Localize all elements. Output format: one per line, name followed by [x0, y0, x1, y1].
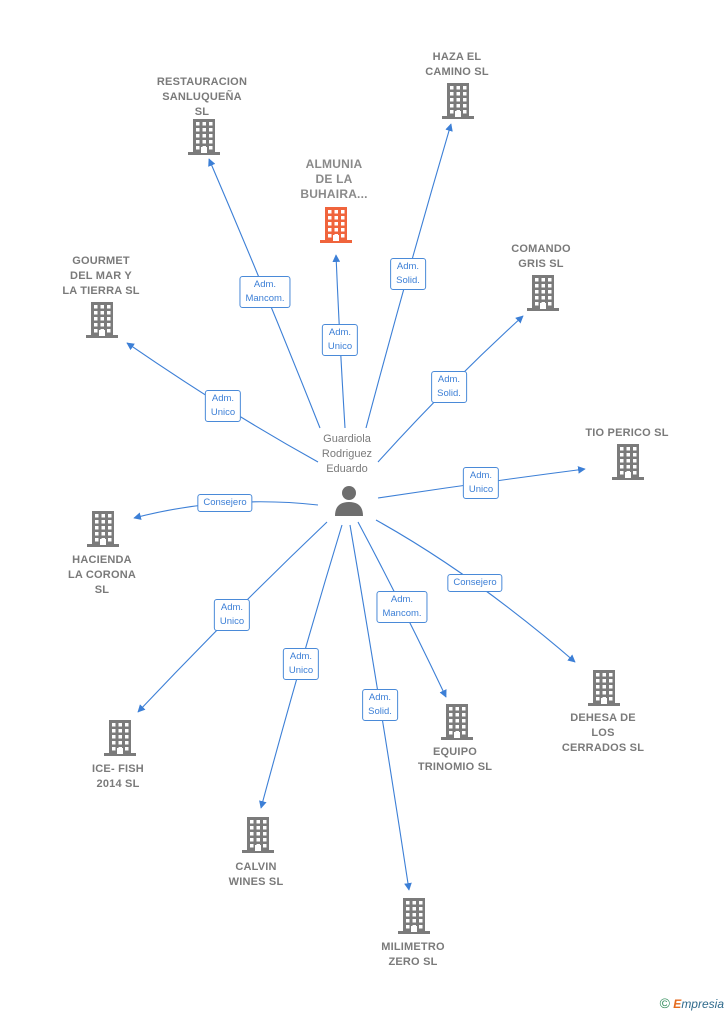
company-name-comando[interactable]: COMANDO GRIS SL: [511, 243, 571, 270]
company-name-icefish[interactable]: ICE- FISH 2014 SL: [92, 763, 144, 790]
person-icon[interactable]: [335, 486, 363, 516]
building-icon-restauracion[interactable]: [188, 119, 220, 155]
building-icon-hacienda[interactable]: [87, 511, 119, 547]
company-name-calvin[interactable]: CALVIN WINES SL: [228, 861, 284, 888]
brand-logo-letter: E: [673, 997, 682, 1011]
company-name-haza[interactable]: HAZA EL CAMINO SL: [425, 51, 489, 78]
building-icon-calvin[interactable]: [242, 817, 274, 853]
relation-label-haza[interactable]: Adm. Solid.: [390, 258, 426, 290]
relation-label-comando[interactable]: Adm. Solid.: [431, 371, 467, 403]
relation-label-milimetro[interactable]: Adm. Solid.: [362, 689, 398, 721]
person-name[interactable]: Guardiola Rodriguez Eduardo: [321, 433, 373, 475]
relation-label-hacienda[interactable]: Consejero: [197, 494, 253, 512]
copyright-symbol: ©: [659, 995, 670, 1011]
building-icon-comando[interactable]: [527, 275, 559, 311]
relation-label-equipo[interactable]: Adm. Mancom.: [376, 591, 428, 623]
brand-logo-text: mpresia: [681, 997, 724, 1011]
relation-label-tioperico[interactable]: Adm. Unico: [462, 467, 500, 499]
building-icon-gourmet[interactable]: [86, 302, 118, 338]
relation-label-almunia[interactable]: Adm. Unico: [321, 324, 359, 356]
building-icon-tioperico[interactable]: [612, 444, 644, 480]
company-name-equipo[interactable]: EQUIPO TRINOMIO SL: [417, 746, 493, 773]
relation-label-icefish[interactable]: Adm. Unico: [213, 599, 251, 631]
building-icon-icefish[interactable]: [104, 720, 136, 756]
company-name-milimetro[interactable]: MILIMETRO ZERO SL: [381, 941, 445, 968]
relation-label-calvin[interactable]: Adm. Unico: [282, 648, 320, 680]
company-name-tioperico[interactable]: TIO PERICO SL: [585, 427, 669, 439]
brand-footer: © Empresia: [660, 995, 724, 1011]
relation-label-dehesa[interactable]: Consejero: [447, 574, 503, 592]
building-icon-dehesa[interactable]: [588, 670, 620, 706]
company-name-gourmet[interactable]: GOURMET DEL MAR Y LA TIERRA SL: [62, 255, 140, 297]
company-name-dehesa[interactable]: DEHESA DE LOS CERRADOS SL: [561, 712, 645, 754]
relation-label-restauracion[interactable]: Adm. Mancom.: [239, 276, 291, 308]
building-icon-equipo[interactable]: [441, 704, 473, 740]
icons-layer: [86, 83, 644, 934]
building-icon-haza[interactable]: [442, 83, 474, 119]
building-icon-milimetro[interactable]: [398, 898, 430, 934]
company-name-restauracion[interactable]: RESTAURACION SANLUQUEÑA SL: [156, 76, 248, 118]
relation-label-gourmet[interactable]: Adm. Unico: [204, 390, 242, 422]
company-name-almunia[interactable]: ALMUNIA DE LA BUHAIRA...: [300, 157, 368, 201]
company-name-hacienda[interactable]: HACIENDA LA CORONA SL: [68, 554, 136, 596]
building-icon-almunia[interactable]: [320, 207, 352, 243]
